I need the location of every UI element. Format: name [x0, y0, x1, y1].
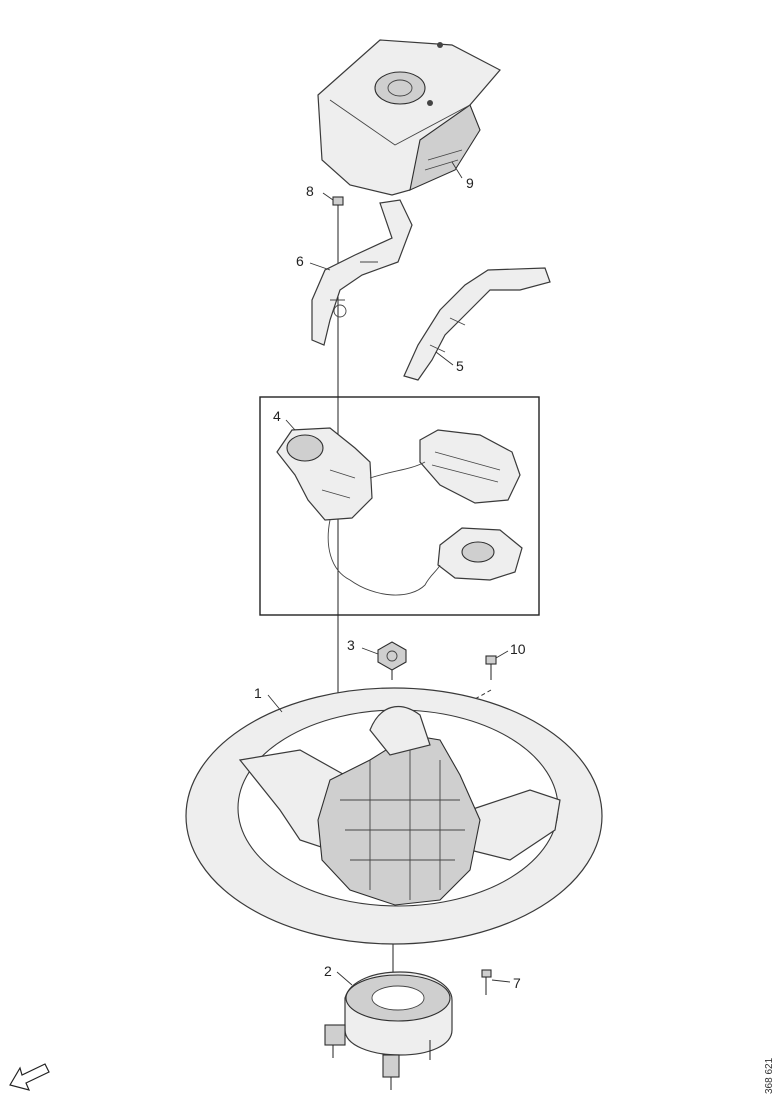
- callout-4: 4: [273, 408, 281, 424]
- callout-8: 8: [306, 183, 314, 199]
- steering-wheel: [185, 687, 603, 945]
- figure-reference-number: 368 621: [764, 1057, 775, 1094]
- leader-lines: [267, 161, 511, 986]
- detail-frame: [259, 396, 540, 616]
- callout-6: 6: [296, 253, 304, 269]
- callout-1: 1: [254, 685, 262, 701]
- direction-arrow-icon: [9, 1063, 50, 1091]
- callout-5: 5: [456, 358, 464, 374]
- right-switch-pad: [419, 429, 521, 504]
- screw-upper: [332, 196, 344, 222]
- callout-3: 3: [347, 637, 355, 653]
- callout-10: 10: [510, 641, 526, 657]
- switch-wiring: [327, 461, 441, 596]
- center-nut: [377, 641, 407, 680]
- wheel-top-spoke: [369, 706, 431, 756]
- left-spoke-trim: [311, 199, 413, 346]
- airbag-module: [317, 39, 501, 196]
- right-spoke-trim: [403, 267, 551, 381]
- callout-7: 7: [513, 975, 521, 991]
- callout-2: 2: [324, 963, 332, 979]
- screw-lower: [481, 969, 492, 995]
- screw-right: [419, 655, 497, 731]
- switch-assembly-group: [259, 396, 540, 616]
- callout-9: 9: [466, 175, 474, 191]
- clock-spring: [324, 971, 453, 1090]
